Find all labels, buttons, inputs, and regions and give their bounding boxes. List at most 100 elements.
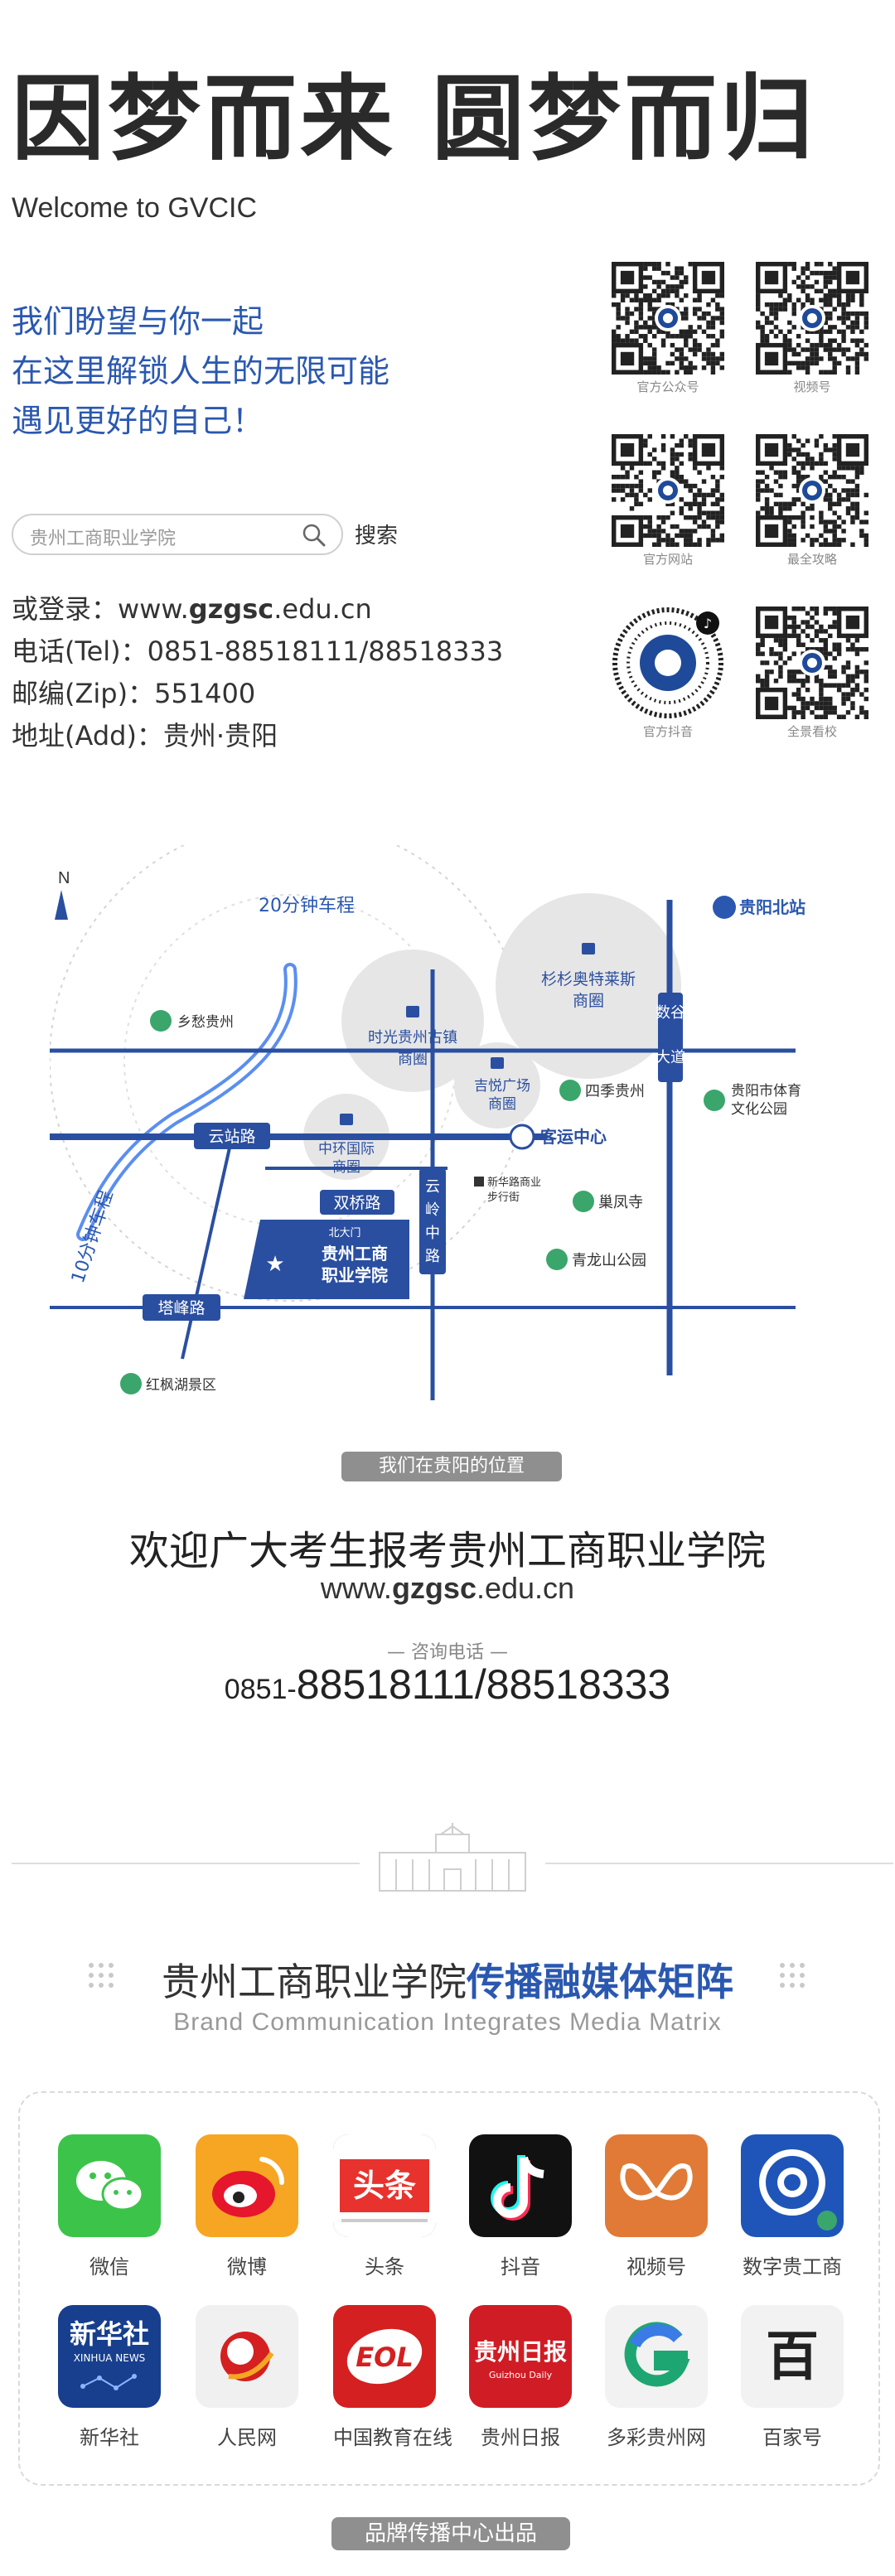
search-input[interactable]: 贵州工商职业学院 xyxy=(12,514,343,555)
search-icon[interactable] xyxy=(302,523,327,548)
media-app-item[interactable]: 数字贵工商 xyxy=(741,2134,844,2279)
campus-label: 贵州工商 xyxy=(322,1244,388,1264)
qr-code-label: 官方公众号 xyxy=(636,379,699,394)
login-prefix: 或登录： xyxy=(12,593,119,625)
eol-icon[interactable]: EOL xyxy=(333,2305,436,2408)
svg-text:步行街: 步行街 xyxy=(487,1191,520,1204)
poi-jiyue: 吉悦广场 xyxy=(474,1078,530,1095)
poi-icon xyxy=(573,1191,594,1212)
matrix-title: 贵州工商职业学院传播融媒体矩阵 xyxy=(0,1952,895,2007)
hero-title: 因梦而来 圆梦而归 xyxy=(12,65,816,173)
qr-code-item[interactable]: 最全攻略 xyxy=(756,434,868,568)
toutiao-icon[interactable]: 头条 xyxy=(333,2134,436,2237)
qr-code-item[interactable]: 视频号 xyxy=(756,262,868,395)
svg-text:头条: 头条 xyxy=(353,2168,416,2204)
svg-text:商圈: 商圈 xyxy=(488,1096,516,1113)
qr-code-label: 官方网站 xyxy=(642,552,693,567)
site-bold: gzgsc xyxy=(391,1571,477,1605)
poi-icon xyxy=(150,1010,172,1032)
svg-text:百: 百 xyxy=(766,2327,819,2388)
wechat-icon[interactable] xyxy=(58,2134,161,2237)
star-icon: ★ xyxy=(265,1252,284,1277)
divider-left xyxy=(12,1863,360,1864)
gog-icon[interactable] xyxy=(605,2305,708,2408)
address-line: 地址(Add)：贵州·贵阳 xyxy=(12,720,278,752)
weibo-icon[interactable] xyxy=(196,2134,298,2237)
qr-code-item[interactable]: ♪官方抖音 xyxy=(612,607,724,740)
website-line[interactable]: 或登录：www.gzgsc.edu.cn xyxy=(12,588,503,631)
media-app-item[interactable]: EOL 中国教育在线 xyxy=(333,2305,452,2450)
hotline-number[interactable]: 0851-88518111/88518333 xyxy=(0,1660,895,1708)
hotline-sep: / xyxy=(474,1661,486,1708)
poi-keyun: 客运中心 xyxy=(539,1127,607,1147)
media-app-item[interactable]: 多彩贵州网 xyxy=(605,2305,708,2450)
ring-20-label: 20分钟车程 xyxy=(259,896,355,916)
dots-decoration-icon xyxy=(89,1963,114,1988)
mall-icon xyxy=(491,1057,504,1069)
poi-xiangchou: 乡愁贵州 xyxy=(177,1014,234,1031)
media-app-item[interactable]: 百百家号 xyxy=(741,2305,844,2450)
qr-code-item[interactable]: 官方网站 xyxy=(612,434,724,568)
poi-hongfeng: 红枫湖景区 xyxy=(146,1377,216,1394)
slogan-line: 在这里解锁人生的无限可能 xyxy=(12,353,390,389)
media-app-label: 视频号 xyxy=(626,2255,686,2279)
baijiahao-icon[interactable]: 百 xyxy=(741,2305,844,2408)
svg-text:商圈: 商圈 xyxy=(398,1051,428,1068)
media-app-item[interactable]: 抖音 xyxy=(469,2134,572,2279)
shugu-label-bg xyxy=(658,993,683,1082)
site-post: .edu.cn xyxy=(273,593,372,625)
svg-text:文化公园: 文化公园 xyxy=(731,1101,787,1118)
qr-code-item[interactable]: 全景看校 xyxy=(756,607,868,740)
qr-code-icon xyxy=(756,262,868,375)
road-diag xyxy=(181,1136,234,1360)
media-app-label: 人民网 xyxy=(217,2426,277,2449)
dots-decoration-icon xyxy=(780,1963,805,1988)
ring-10-label: 10分钟车程 xyxy=(68,1188,118,1286)
hotline-label: — 咨询电话 — xyxy=(387,1642,508,1663)
yunling-label-bg xyxy=(419,1168,446,1274)
zip-line: 邮编(Zip)：551400 xyxy=(12,678,256,709)
divider-right xyxy=(545,1863,893,1864)
shiguang-zone xyxy=(341,950,484,1092)
qr-code-icon xyxy=(756,607,868,719)
site-post: .edu.cn xyxy=(476,1571,575,1605)
qr-code-label: 最全攻略 xyxy=(786,552,837,567)
svg-text:新华社: 新华社 xyxy=(70,2318,149,2350)
digital-gzgsc-icon[interactable] xyxy=(741,2134,844,2237)
matrix-title-plain: 贵州工商职业学院 xyxy=(162,1960,467,2004)
campus-building-icon xyxy=(379,1823,526,1892)
road-yunling-label: 云 xyxy=(425,1178,440,1196)
search-button[interactable]: 搜索 xyxy=(355,524,399,549)
media-app-item[interactable]: 头条头条 xyxy=(333,2134,436,2279)
north-arrow-icon xyxy=(55,890,68,920)
media-app-item[interactable]: 人民网 xyxy=(196,2305,298,2450)
road-tafeng-label: 塔峰路 xyxy=(157,1299,205,1317)
hotline-num1: 88518111 xyxy=(296,1661,475,1708)
yunzhan-label-bg xyxy=(194,1123,270,1149)
poi-icon xyxy=(559,1080,581,1101)
media-app-label: 百家号 xyxy=(762,2426,822,2449)
media-app-item[interactable]: 视频号 xyxy=(605,2134,708,2279)
qr-code-label: 全景看校 xyxy=(786,724,837,739)
media-app-label: 中国教育在线 xyxy=(333,2426,452,2449)
qr-code-icon xyxy=(612,434,724,547)
svg-text:岭: 岭 xyxy=(425,1201,440,1219)
qr-code-item[interactable]: 官方公众号 xyxy=(612,262,724,395)
channels-icon[interactable] xyxy=(605,2134,708,2237)
svg-text:商圈: 商圈 xyxy=(332,1159,360,1176)
media-app-item[interactable]: 微信 xyxy=(58,2134,161,2279)
people-icon[interactable] xyxy=(196,2305,298,2408)
site-pre: www. xyxy=(118,593,189,625)
website-link[interactable]: www.gzgsc.edu.cn xyxy=(0,1571,895,1606)
matrix-title-highlight: 传播融媒体矩阵 xyxy=(467,1960,733,2004)
poi-icon xyxy=(546,1249,568,1270)
douyin-icon[interactable] xyxy=(469,2134,572,2237)
media-app-item[interactable]: 微博 xyxy=(196,2134,298,2279)
road-yunzhan-label: 云站路 xyxy=(208,1128,255,1146)
media-app-label: 抖音 xyxy=(501,2255,540,2279)
poi-icon xyxy=(704,1090,725,1111)
